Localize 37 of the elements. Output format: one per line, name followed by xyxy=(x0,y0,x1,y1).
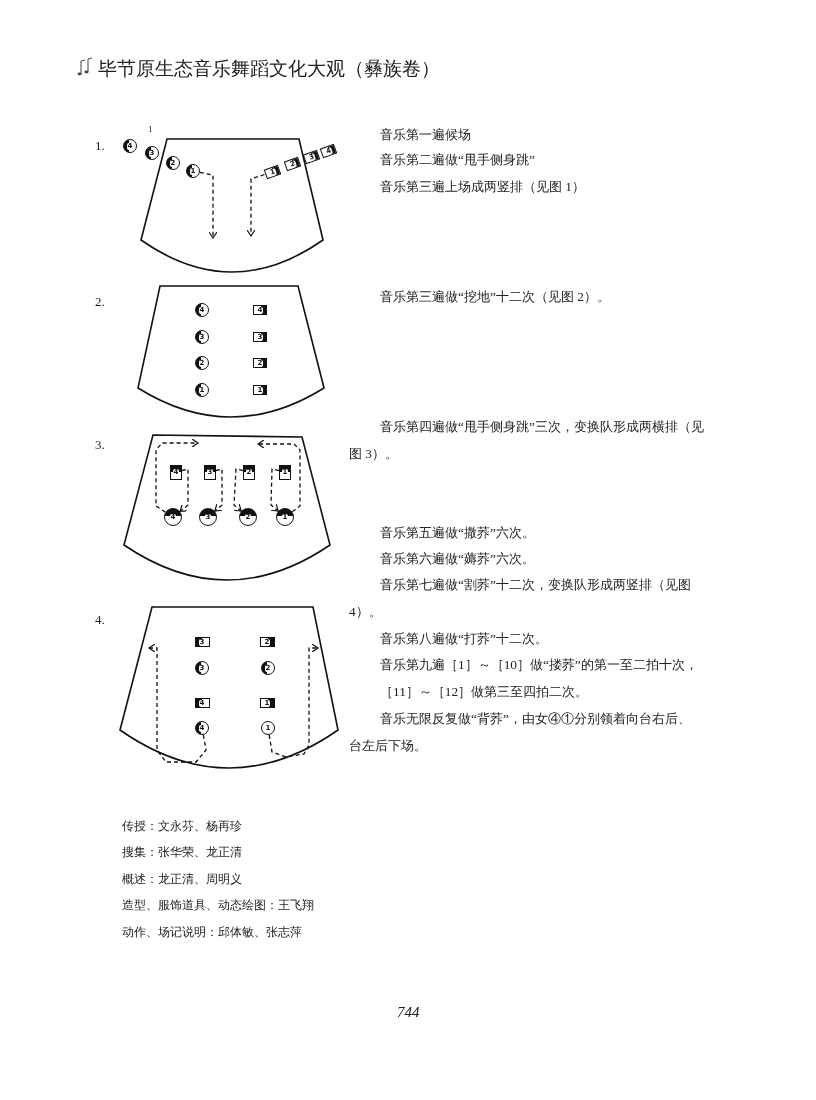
movement-arrow xyxy=(148,643,207,763)
credit-line: 造型、服饰道具、动态绘图：王飞翔 xyxy=(122,897,314,914)
movement-arrow xyxy=(233,468,244,512)
movement-arrow xyxy=(270,468,280,512)
page-number: 744 xyxy=(397,1004,420,1021)
credit-line: 搜集：张华荣、龙正清 xyxy=(122,844,242,861)
number-mark: 1 xyxy=(148,124,153,134)
figure-number: 4. xyxy=(95,612,105,628)
stage-floor xyxy=(119,606,339,769)
movement-arrow xyxy=(268,643,319,758)
credit-line: 传授：文永芬、杨再珍 xyxy=(122,818,242,835)
movement-arrow xyxy=(179,468,189,513)
movement-arrow xyxy=(257,439,301,513)
movement-arrow xyxy=(214,468,223,512)
credit-line: 概述：龙正清、周明义 xyxy=(122,871,242,888)
movement-arrow xyxy=(199,171,218,239)
credit-line: 动作、场记说明：邱体敏、张志萍 xyxy=(122,924,302,941)
figure-number: 3. xyxy=(95,437,105,453)
movement-arrow xyxy=(155,438,199,513)
figure-number: 2. xyxy=(95,294,105,310)
stage-floor xyxy=(137,285,325,418)
paragraph: 音乐第七遍做“割荞”十二次，变换队形成两竖排（见图 4）。 xyxy=(349,576,692,621)
paragraph: 音乐第三遍做“挖地”十二次（见图 2）。 xyxy=(379,288,611,306)
stage-floor xyxy=(140,138,324,273)
figure-number: 1. xyxy=(95,138,105,154)
paragraph: 音乐无限反复做“背荞”，由女④①分别领着向台右后、台左后下场。 xyxy=(349,710,692,755)
paragraph: 音乐第四遍做“甩手侧身跳”三次，变换队形成两横排（见图 3）。 xyxy=(349,418,705,463)
paragraph: 音乐第六遍做“薅荞”六次。 xyxy=(379,550,536,568)
running-header: 毕节原生态音乐舞蹈文化大观（彝族卷） xyxy=(98,57,440,81)
paragraph: 音乐第五遍做“撒荞”六次。 xyxy=(379,524,536,542)
paragraph: 音乐第九遍［1］～［10］做“搂荞”的第一至二拍十次，［11］～［12］做第三至四拍二次。 xyxy=(379,656,699,701)
paragraph: 音乐第二遍做“甩手侧身跳” xyxy=(379,151,536,169)
paragraph: 音乐第三遍上场成两竖排（见图 1） xyxy=(379,178,586,196)
stage-floor xyxy=(123,434,331,581)
paragraph: 音乐第八遍做“打荞”十二次。 xyxy=(379,630,549,648)
movement-arrow xyxy=(246,173,266,237)
paragraph: 音乐第一遍候场 xyxy=(379,126,472,144)
